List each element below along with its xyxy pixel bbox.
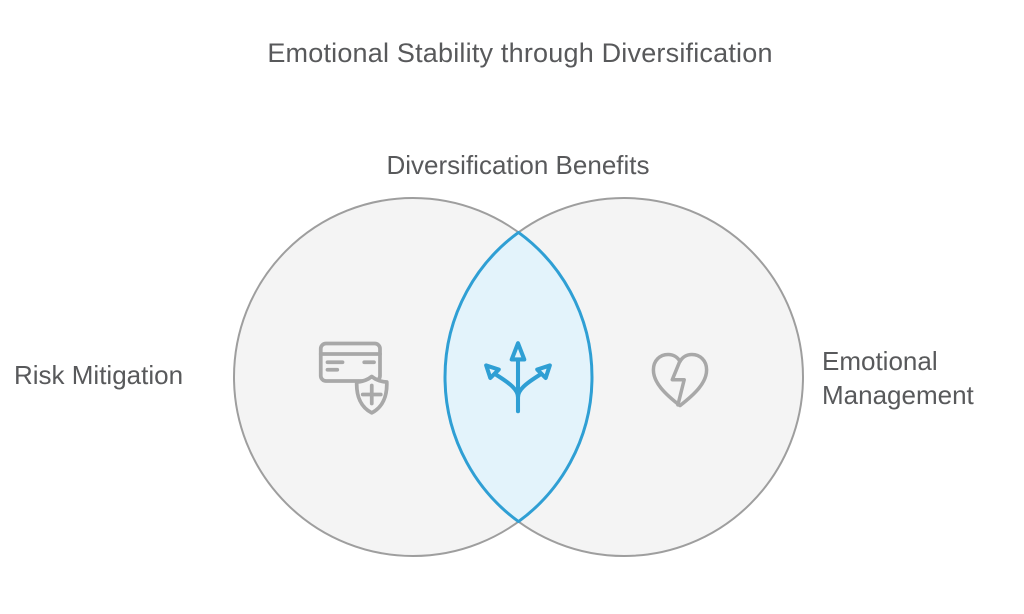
left-circle-label: Risk Mitigation [14, 360, 184, 390]
arrowhead-left [484, 363, 501, 380]
arrowhead-right [535, 363, 552, 380]
intersection-title: Diversification Benefits [386, 150, 650, 180]
branch-right [515, 372, 542, 400]
branching-arrows-icon [484, 341, 552, 414]
arrowhead-up [509, 341, 527, 362]
diagram-title: Emotional Stability through Diversificat… [267, 38, 773, 68]
heart-crack [670, 359, 686, 407]
right-circle-label: Emotional Management [822, 346, 974, 410]
broken-heart-icon [651, 352, 709, 408]
card-outline [318, 341, 382, 383]
credit-card-shield-plus-icon [318, 341, 389, 415]
